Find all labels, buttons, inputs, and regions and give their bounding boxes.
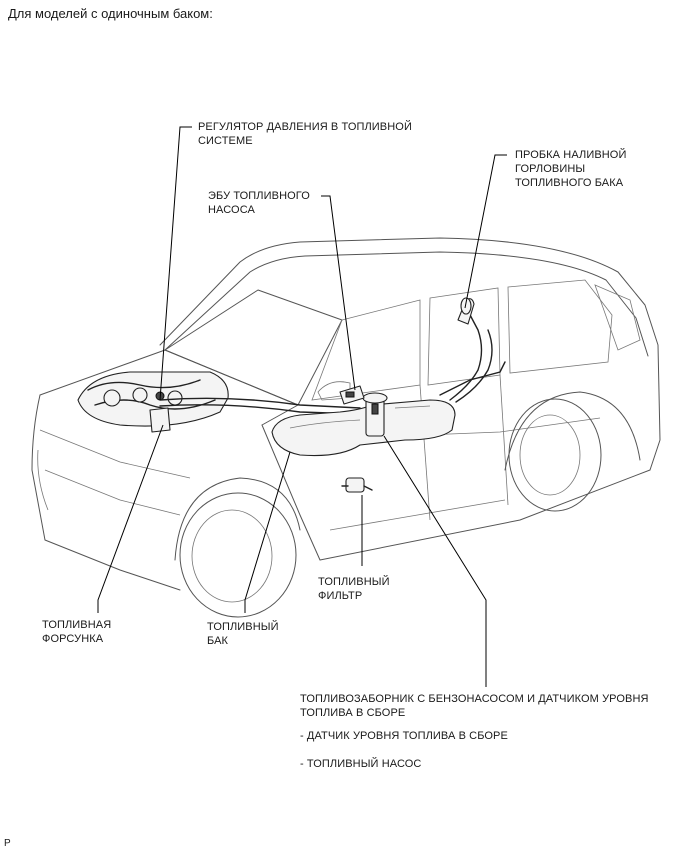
engine-assembly bbox=[77, 371, 229, 433]
leader-pressure-regulator bbox=[159, 126, 192, 401]
label-fuel-tank: ТОПЛИВНЫЙ БАК bbox=[207, 621, 279, 647]
label-fuel-pump-ecu: ЭБУ ТОПЛИВНОГО НАСОСА bbox=[208, 190, 310, 216]
label-filler-cap: ПРОБКА НАЛИВНОЙ ГОРЛОВИНЫ ТОПЛИВНОГО БАК… bbox=[515, 149, 627, 189]
fuel-pump-assembly bbox=[362, 392, 388, 437]
leader-fuel-pump-ecu bbox=[321, 195, 356, 391]
label-suction-assembly: ТОПЛИВОЗАБОРНИК С БЕНЗОНАСОСОМ И ДАТЧИКО… bbox=[300, 693, 649, 719]
leader-fuel-injector bbox=[97, 424, 164, 613]
fuel-pump-ecu bbox=[339, 385, 365, 405]
leader-filler-cap bbox=[464, 154, 507, 309]
label-sub-pump: - ТОПЛИВНЫЙ НАСОС bbox=[300, 758, 422, 770]
leader-fuel-tank bbox=[244, 451, 291, 613]
leader-lines bbox=[97, 126, 507, 687]
leader-suction-assembly bbox=[383, 435, 487, 687]
fuel-lines bbox=[159, 304, 506, 415]
label-sub-gauge: - ДАТЧИК УРОВНЯ ТОПЛИВА В СБОРЕ bbox=[300, 730, 508, 742]
fuel-filter bbox=[341, 477, 373, 493]
label-fuel-filter: ТОПЛИВНЫЙ ФИЛЬТР bbox=[318, 576, 390, 602]
corner-mark: P bbox=[4, 838, 11, 849]
filler-cap bbox=[457, 297, 475, 325]
label-pressure-regulator: РЕГУЛЯТОР ДАВЛЕНИЯ В ТОПЛИВНОЙ СИСТЕМЕ bbox=[198, 121, 412, 147]
vehicle-outline bbox=[31, 237, 661, 618]
page-title: Для моделей с одиночным баком: bbox=[8, 6, 213, 21]
injector-icon bbox=[149, 407, 171, 433]
label-fuel-injector: ТОПЛИВНАЯ ФОРСУНКА bbox=[42, 619, 112, 645]
fuel-tank bbox=[271, 399, 456, 457]
